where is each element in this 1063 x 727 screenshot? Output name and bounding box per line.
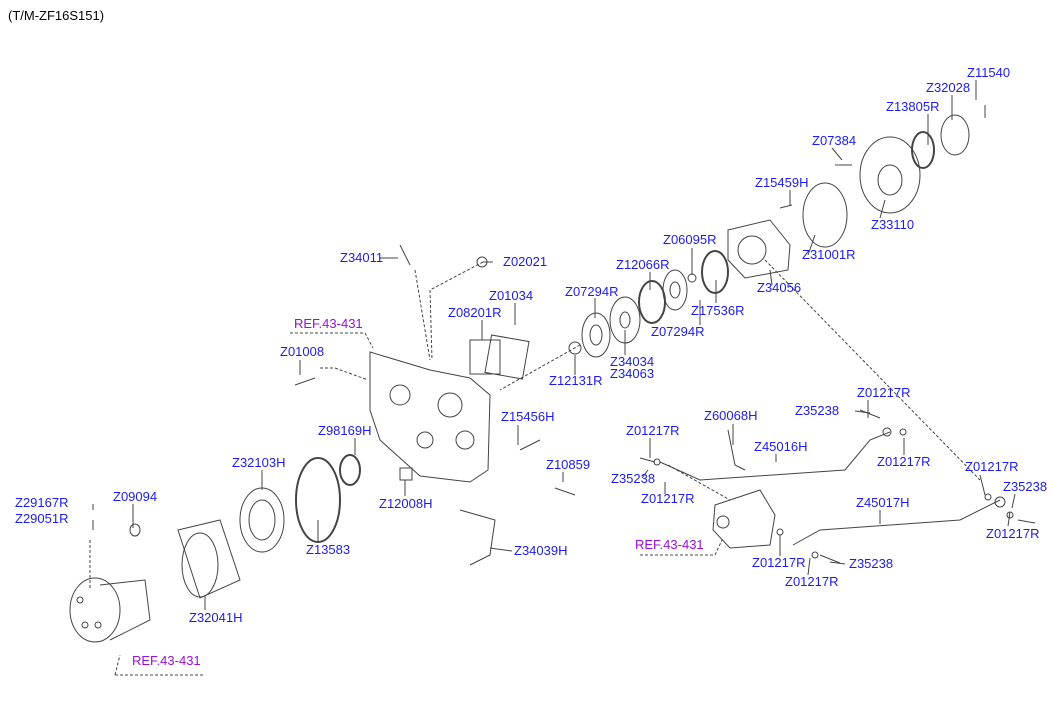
- reference-link[interactable]: REF.43-431: [635, 537, 704, 552]
- rings-and-seals: [129, 244, 729, 599]
- part-label[interactable]: Z29167R: [15, 495, 69, 510]
- part-label[interactable]: Z10859: [546, 457, 591, 472]
- part-label[interactable]: Z15459H: [755, 175, 809, 190]
- output-flange: [69, 577, 151, 643]
- part-label[interactable]: Z32028: [926, 80, 971, 95]
- part-label[interactable]: Z34034: [610, 354, 655, 369]
- transmission-model-title: (T/M-ZF16S151): [8, 8, 105, 23]
- part-label[interactable]: Z13583: [306, 542, 351, 557]
- part-label[interactable]: Z06095R: [663, 232, 717, 247]
- part-label[interactable]: Z33110: [871, 217, 915, 232]
- part-label[interactable]: Z35238: [849, 556, 894, 571]
- part-label[interactable]: Z07294R: [651, 324, 705, 339]
- part-label[interactable]: Z32103H: [232, 455, 286, 470]
- part-label[interactable]: Z45017H: [856, 495, 910, 510]
- part-label[interactable]: Z17536R: [691, 303, 745, 318]
- part-label[interactable]: Z07294R: [565, 284, 619, 299]
- part-label[interactable]: Z13805R: [886, 99, 940, 114]
- part-label[interactable]: Z12008H: [379, 496, 433, 511]
- part-label[interactable]: Z34011: [340, 250, 384, 265]
- part-label[interactable]: Z01217R: [986, 526, 1040, 541]
- part-label[interactable]: Z01217R: [641, 491, 695, 506]
- part-label[interactable]: Z01008: [280, 344, 325, 359]
- part-label[interactable]: Z98169H: [318, 423, 372, 438]
- reference-link[interactable]: REF.43-431: [132, 653, 201, 668]
- part-label[interactable]: Z35238: [1003, 479, 1048, 494]
- part-label[interactable]: Z12131R: [549, 373, 603, 388]
- rear-housing: [727, 105, 986, 279]
- part-label[interactable]: Z11540: [967, 65, 1011, 80]
- part-label[interactable]: Z34056: [757, 280, 802, 295]
- part-label[interactable]: Z01217R: [965, 459, 1019, 474]
- part-label[interactable]: Z32041H: [189, 610, 243, 625]
- part-label[interactable]: Z09094: [113, 489, 158, 504]
- part-label[interactable]: Z01217R: [877, 454, 931, 469]
- part-label[interactable]: Z08201R: [448, 305, 502, 320]
- part-label[interactable]: Z29051R: [15, 511, 69, 526]
- part-label[interactable]: Z01034: [489, 288, 534, 303]
- part-label[interactable]: Z12066R: [616, 257, 670, 272]
- part-label[interactable]: Z31001R: [802, 247, 856, 262]
- part-label[interactable]: Z07384: [812, 133, 857, 148]
- part-label[interactable]: Z02021: [503, 254, 548, 269]
- leader-lines: [89, 80, 1016, 676]
- part-label[interactable]: Z01217R: [857, 385, 911, 400]
- part-label[interactable]: Z35238: [611, 471, 656, 486]
- part-label[interactable]: Z01217R: [752, 555, 806, 570]
- part-label[interactable]: Z45016H: [754, 439, 808, 454]
- part-label[interactable]: Z15456H: [501, 409, 555, 424]
- part-label[interactable]: Z01217R: [785, 574, 839, 589]
- part-label[interactable]: Z34063: [610, 366, 655, 381]
- part-label[interactable]: Z01217R: [626, 423, 680, 438]
- part-label[interactable]: Z60068H: [704, 408, 758, 423]
- part-label[interactable]: Z34039H: [514, 543, 568, 558]
- part-label[interactable]: Z35238: [795, 403, 840, 418]
- transfer-case-housing: [369, 351, 491, 483]
- reference-link[interactable]: REF.43-431: [294, 316, 363, 331]
- pipes-and-valve: [639, 409, 1036, 564]
